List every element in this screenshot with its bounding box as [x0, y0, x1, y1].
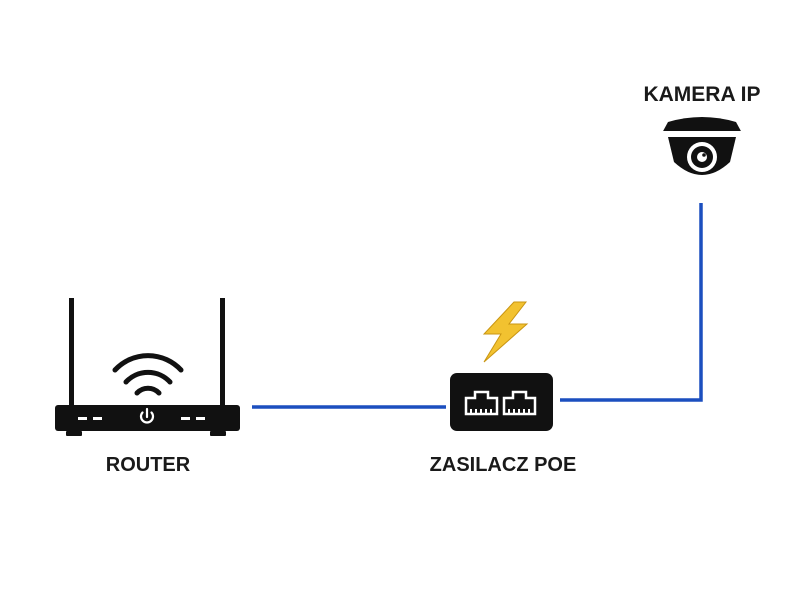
poe-injector-label: ZASILACZ POE [429, 454, 577, 476]
power-button-icon [139, 407, 155, 424]
router-antenna-left [69, 298, 74, 405]
poe-injector-body [450, 373, 553, 431]
dome-camera-icon [662, 117, 742, 175]
camera-label: KAMERA IP [643, 83, 761, 106]
lightning-icon [482, 301, 529, 363]
cable-poe-to-camera [560, 203, 703, 402]
router-antenna-right [220, 298, 225, 405]
wifi-icon [112, 353, 184, 396]
poe-injector-icon [450, 373, 553, 431]
router-icon [55, 298, 240, 436]
router-label: ROUTER [105, 454, 191, 476]
router-body [55, 405, 240, 431]
